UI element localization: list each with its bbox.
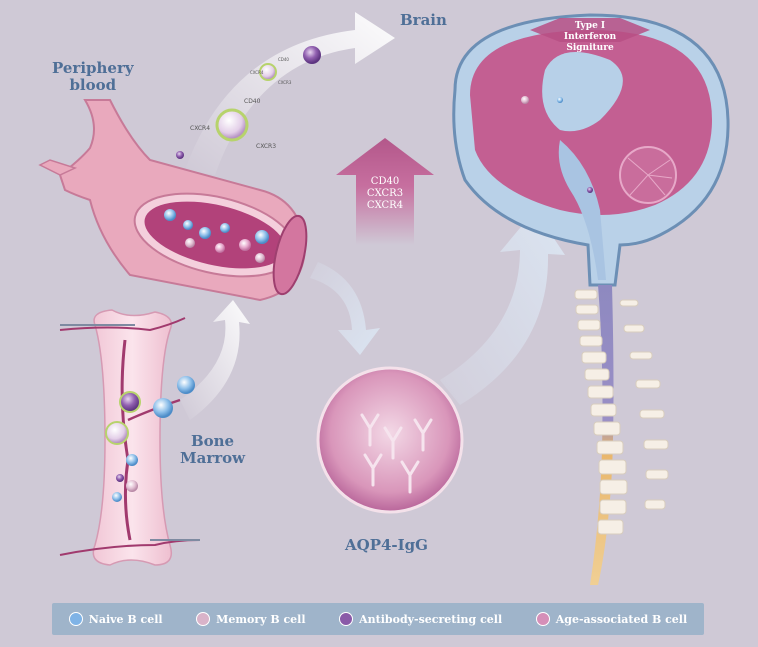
brain	[452, 13, 730, 287]
brain-label: Brain	[400, 11, 447, 29]
aqp4-igg-circle	[316, 366, 464, 514]
legend-item-naive: Naive B cell	[68, 612, 163, 626]
naive-cell-icon	[68, 612, 83, 626]
arrow-marrow-to-blood	[180, 300, 250, 420]
arrow-blood-to-aqp4	[310, 262, 380, 355]
migrating-cells	[176, 46, 321, 159]
periphery-blood-label: Periphery blood	[52, 59, 134, 95]
markers-up-arrow	[336, 138, 434, 245]
cxcr4-small-label: CXCR4	[250, 70, 264, 75]
cxcr4-label: CXCR4	[190, 125, 211, 132]
cd40-label: CD40	[244, 98, 261, 105]
legend-label: Memory B cell	[216, 612, 306, 626]
legend-item-asc: Antibody-secreting cell	[339, 612, 502, 626]
legend-label: Antibody-secreting cell	[359, 612, 503, 626]
cd40-small-label: CD40	[278, 57, 289, 62]
legend-item-memory: Memory B cell	[196, 612, 306, 626]
type1-interferon-label: Type I Interferon Signiture	[563, 21, 617, 53]
arrow-blood-to-brain	[185, 12, 395, 175]
spinous-processes	[619, 299, 669, 510]
vertebrae	[574, 289, 628, 535]
cxcr3-small-label: CXCR3	[278, 80, 292, 85]
legend-item-age: Age-associated B cell	[535, 612, 688, 626]
legend-label: Naive B cell	[88, 612, 163, 626]
cerebellum-lines	[627, 157, 673, 196]
cxcr3-label: CXCR3	[256, 143, 277, 150]
blood-vessel	[38, 99, 308, 302]
memory-cell-icon	[196, 612, 211, 626]
asc-cell-icon	[339, 612, 354, 626]
legend: Naive B cell Memory B cell Antibody-secr…	[52, 603, 704, 635]
aqp4-igg-label: AQP4-IgG	[345, 536, 428, 554]
arrow-aqp4-to-brain	[440, 210, 565, 405]
legend-label: Age-associated B cell	[555, 612, 688, 626]
age-cell-icon	[535, 612, 550, 626]
antibody-icons	[360, 413, 433, 494]
spine	[574, 285, 669, 585]
markers-label: CD40 CXCR3 CXCR4	[366, 176, 404, 211]
bone-marrow-label: Bone Marrow	[180, 432, 246, 468]
bone	[59, 309, 201, 566]
